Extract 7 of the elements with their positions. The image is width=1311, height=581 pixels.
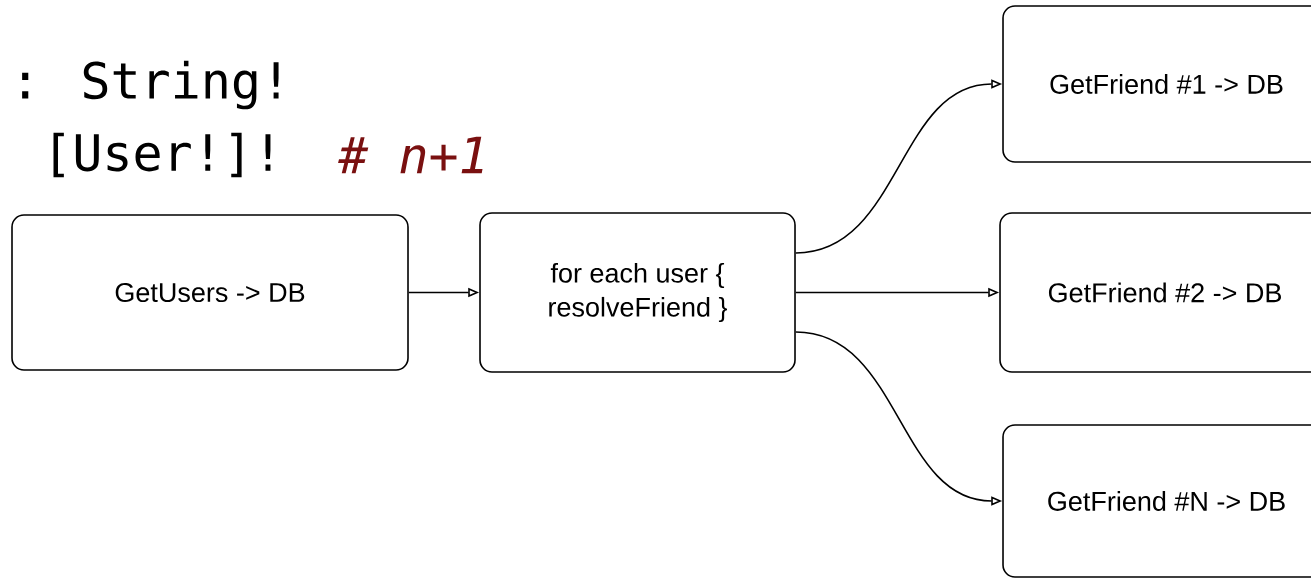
process-box: GetUsers -> DB bbox=[11, 214, 409, 371]
code-text: # n+1 bbox=[338, 136, 483, 174]
process-box: GetFriend #1 -> DB bbox=[1002, 5, 1311, 163]
process-box: GetFriend #2 -> DB bbox=[999, 212, 1311, 373]
process-box: GetFriend #N -> DB bbox=[1002, 424, 1311, 578]
code-text: : String! bbox=[22, 60, 279, 110]
process-box: for each user { resolveFriend } bbox=[479, 212, 796, 373]
